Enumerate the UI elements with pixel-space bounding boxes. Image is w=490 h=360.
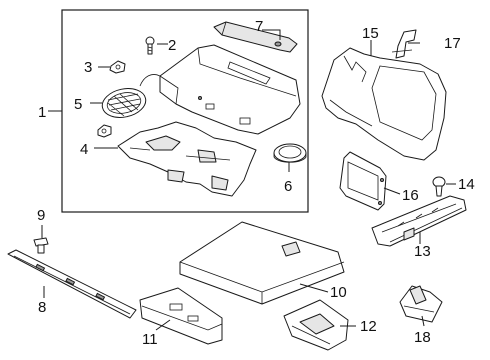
callout-9: 9 [37, 207, 45, 224]
callout-2: 2 [168, 37, 176, 54]
callout-18: 18 [414, 329, 431, 346]
part-17-hook [391, 29, 417, 59]
callout-6: 6 [284, 178, 292, 195]
callout-3: 3 [84, 59, 92, 76]
part-9-push-pin [33, 237, 49, 254]
callout-7: 7 [255, 18, 263, 35]
part-14-push-pin [432, 176, 446, 197]
part-4-floor-bracket [117, 121, 257, 197]
callout-17: 17 [444, 35, 461, 52]
part-5-speaker-grille [101, 88, 147, 118]
callout-15: 15 [362, 25, 379, 42]
callout-13: 13 [414, 243, 431, 260]
part-speaker-nut [97, 124, 112, 138]
part-11-lower-board [139, 287, 223, 345]
callout-labels: 1 2 3 4 5 6 7 8 9 10 11 12 13 14 15 16 1… [37, 18, 475, 348]
callout-8: 8 [38, 299, 46, 316]
callout-11: 11 [142, 331, 158, 348]
part-8-scuff-strip [7, 249, 137, 319]
part-12-storage-tray [283, 299, 349, 351]
callout-1: 1 [38, 104, 46, 121]
package-tray [139, 44, 301, 135]
callout-16: 16 [402, 187, 419, 204]
callout-10: 10 [330, 284, 347, 301]
callout-14: 14 [458, 176, 475, 193]
part-2-screw [145, 36, 155, 55]
part-6-grommet [273, 143, 307, 163]
part-15-side-panel [321, 47, 447, 161]
callout-4: 4 [80, 141, 88, 158]
callout-12: 12 [360, 318, 377, 335]
part-7-trim-strip [213, 21, 298, 53]
leader-lines [41, 29, 456, 331]
callout-5: 5 [74, 96, 82, 113]
part-18-bracket [399, 285, 443, 323]
part-16-cover [339, 151, 387, 211]
part-3-clip [109, 60, 126, 74]
part-13-sill-plate [371, 195, 467, 247]
part-10-floor-mat [179, 221, 345, 305]
